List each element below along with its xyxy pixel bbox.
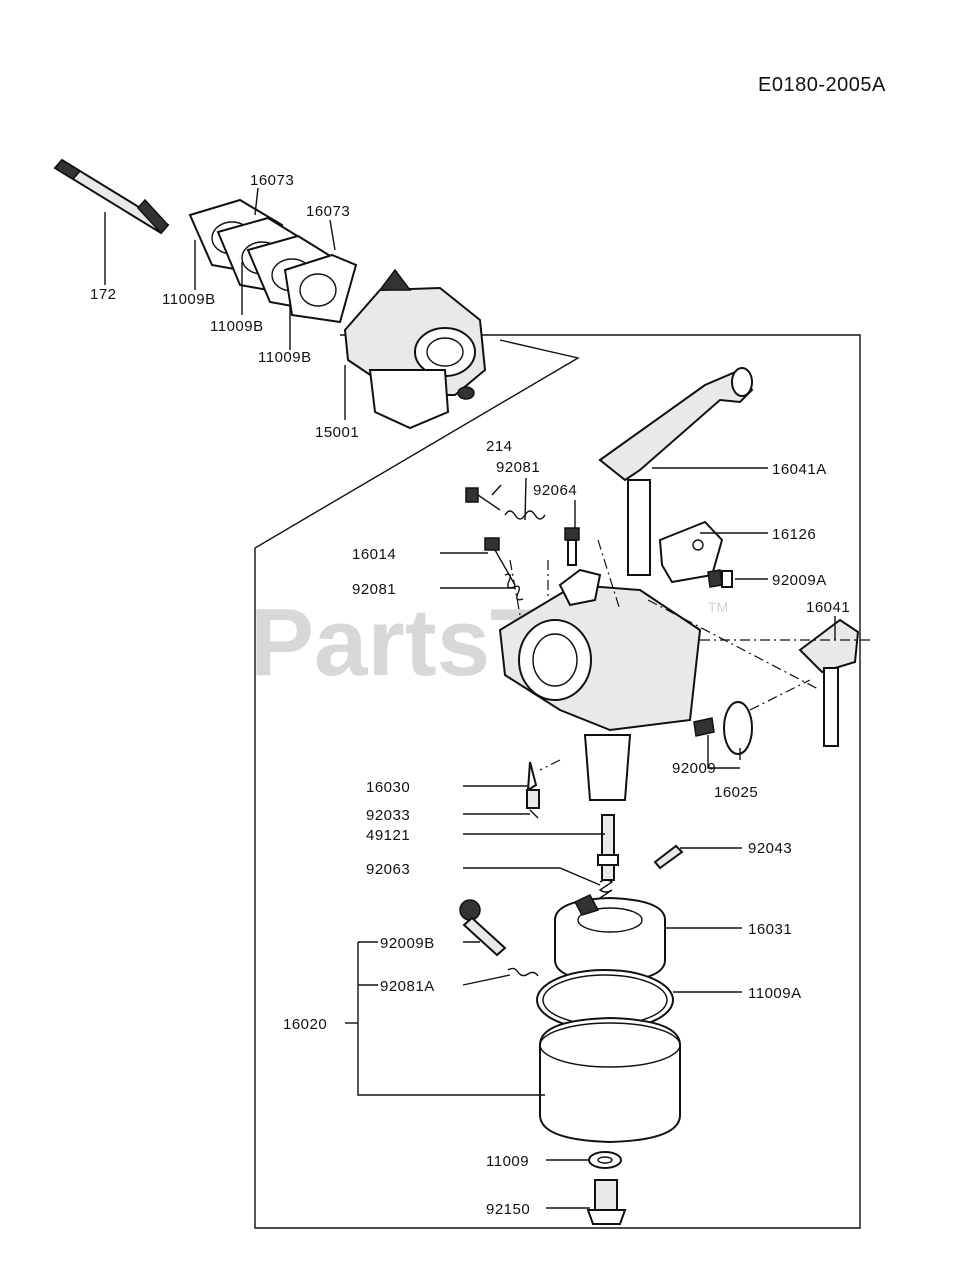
- label-92009A: 92009A: [772, 572, 827, 589]
- label-49121: 49121: [366, 827, 410, 844]
- assembly-lines: [509, 539, 870, 771]
- label-92033: 92033: [366, 807, 410, 824]
- throttle-plate-16025: [723, 701, 753, 755]
- screw-92009A: [707, 569, 733, 588]
- washer-11009: [588, 1151, 622, 1169]
- choke-shaft-16041A: [598, 367, 754, 576]
- spring-92063: [598, 879, 614, 899]
- spring-92081A: [507, 967, 539, 977]
- leaders-upper: [104, 187, 346, 420]
- float-16031: [554, 894, 666, 984]
- gaskets-upper: [188, 198, 358, 324]
- clip-92033: [529, 809, 539, 819]
- screw-214: [465, 487, 501, 511]
- label-16073-b: 16073: [306, 203, 350, 220]
- float-bowl-16020: [539, 1016, 681, 1144]
- label-92081-a: 92081: [496, 459, 540, 476]
- label-92063: 92063: [366, 861, 410, 878]
- label-11009A: 11009A: [748, 985, 802, 1002]
- label-214: 214: [486, 438, 513, 455]
- main-jet-tube-49121: [597, 814, 619, 881]
- leaders-main: [345, 467, 836, 1209]
- label-16041A: 16041A: [772, 461, 827, 478]
- label-16020: 16020: [283, 1016, 327, 1033]
- label-11009: 11009: [486, 1153, 529, 1170]
- label-92009B: 92009B: [380, 935, 435, 952]
- label-92043: 92043: [748, 840, 792, 857]
- screw-92064: [564, 527, 580, 566]
- label-16030: 16030: [366, 779, 410, 796]
- label-16031: 16031: [748, 921, 792, 938]
- bowl-bolt-92150: [586, 1179, 627, 1225]
- detail-boundary: [254, 334, 861, 1229]
- screw-16014: [484, 537, 516, 586]
- watermark-tm: TM: [708, 599, 728, 615]
- part-labels: 16073 16073 172 11009B 11009B 11009B 150…: [90, 172, 850, 1218]
- label-15001: 15001: [315, 424, 359, 441]
- label-92081A: 92081A: [380, 978, 435, 995]
- label-16073-a: 16073: [250, 172, 294, 189]
- label-16041: 16041: [806, 599, 850, 616]
- stud-172: [53, 158, 170, 235]
- throttle-lever-16041: [798, 618, 860, 747]
- label-16014: 16014: [352, 546, 396, 563]
- screw-92009: [693, 717, 715, 737]
- label-11009B-a: 11009B: [162, 291, 216, 308]
- float-needle-16030: [526, 761, 540, 809]
- label-11009B-b: 11009B: [210, 318, 264, 335]
- diagram-code: E0180-2005A: [758, 74, 886, 96]
- carburetor-body: [498, 568, 702, 801]
- label-16126: 16126: [772, 526, 816, 543]
- pin-92043: [653, 844, 684, 870]
- drain-screw-92009B: [459, 899, 507, 957]
- label-92009: 92009: [672, 760, 716, 777]
- spring-92081-b: [504, 573, 524, 601]
- label-92064: 92064: [533, 482, 577, 499]
- label-92150: 92150: [486, 1201, 530, 1218]
- label-16025: 16025: [714, 784, 758, 801]
- label-172: 172: [90, 286, 117, 303]
- carburetor-assembly-15001: [343, 268, 487, 430]
- label-11009B-c: 11009B: [258, 349, 312, 366]
- label-92081-b: 92081: [352, 581, 396, 598]
